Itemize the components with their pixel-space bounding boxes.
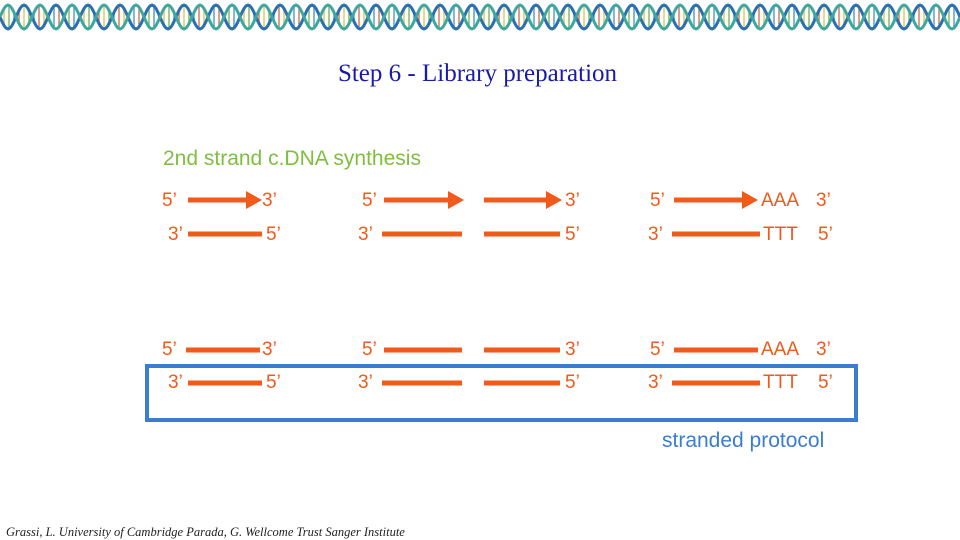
label-3prime: 3’ xyxy=(358,224,373,245)
label-3prime: 3’ xyxy=(816,339,831,360)
label-5prime: 5’ xyxy=(162,190,177,211)
label-3prime: 3’ xyxy=(648,224,663,245)
label-3prime: 3’ xyxy=(648,372,663,393)
label-3prime: 3’ xyxy=(816,190,831,211)
arrowhead-icon xyxy=(546,191,562,209)
slide-title: Step 6 - Library preparation xyxy=(337,60,618,87)
label-5prime: 5’ xyxy=(818,224,833,245)
label-5prime: 5’ xyxy=(266,224,281,245)
label-5prime: 5’ xyxy=(162,339,177,360)
label-5prime: 5’ xyxy=(565,372,580,393)
label-5prime: 5’ xyxy=(565,224,580,245)
label-3prime: 3’ xyxy=(358,372,373,393)
diagram-heading: 2nd strand c.DNA synthesis xyxy=(163,147,421,170)
image-credit: Grassi, L. University of Cambridge Parad… xyxy=(6,525,405,539)
label-3prime: 3’ xyxy=(565,339,580,360)
label-5prime: 5’ xyxy=(650,190,665,211)
stranded-protocol-caption: stranded protocol xyxy=(662,429,824,452)
label-5prime: 5’ xyxy=(266,372,281,393)
label-3prime: 3’ xyxy=(565,190,580,211)
label-aaa: AAA xyxy=(761,339,799,360)
label-5prime: 5’ xyxy=(362,190,377,211)
label-5prime: 5’ xyxy=(818,372,833,393)
label-3prime: 3’ xyxy=(168,372,183,393)
label-5prime: 5’ xyxy=(362,339,377,360)
label-3prime: 3’ xyxy=(262,190,277,211)
arrowhead-icon xyxy=(448,191,464,209)
label-3prime: 3’ xyxy=(168,224,183,245)
label-aaa: AAA xyxy=(761,190,799,211)
arrowhead-icon xyxy=(246,191,262,209)
label-3prime: 3’ xyxy=(262,339,277,360)
stranded-protocol-box xyxy=(145,364,858,422)
arrowhead-icon xyxy=(742,191,758,209)
label-ttt: TTT xyxy=(763,224,798,245)
label-5prime: 5’ xyxy=(650,339,665,360)
label-ttt: TTT xyxy=(763,372,798,393)
dna-helix-banner xyxy=(0,0,960,34)
